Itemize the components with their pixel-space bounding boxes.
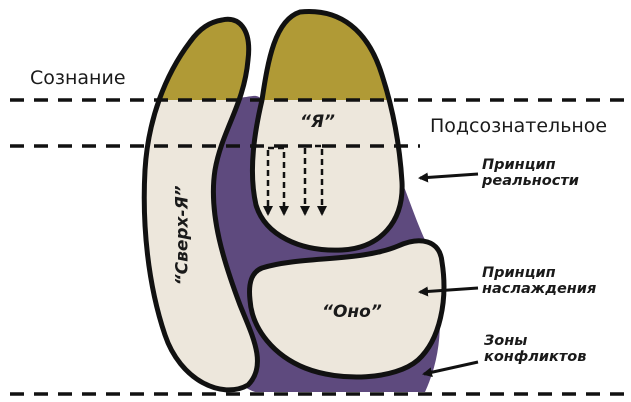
subconscious-label: Подсознательное [430,116,607,137]
superego-label: “Сверх-Я” [174,170,193,300]
conflict-zones-line-1: Зоны [484,334,586,350]
conflict-zones-label: Зоны конфликтов [484,334,586,366]
conscious-label: Сознание [30,68,126,89]
reality-principle-arrow [420,174,478,178]
reality-principle-label: Принцип реальности [482,158,579,190]
reality-principle-line-1: Принцип [482,158,579,174]
conflict-zones-line-2: конфликтов [484,350,586,366]
pleasure-principle-line-1: Принцип [482,266,596,282]
id-label: “Оно” [322,303,382,322]
pleasure-principle-label: Принцип наслаждения [482,266,596,298]
ego-label: “Я” [300,113,335,132]
pleasure-principle-line-2: наслаждения [482,282,596,298]
reality-principle-line-2: реальности [482,174,579,190]
